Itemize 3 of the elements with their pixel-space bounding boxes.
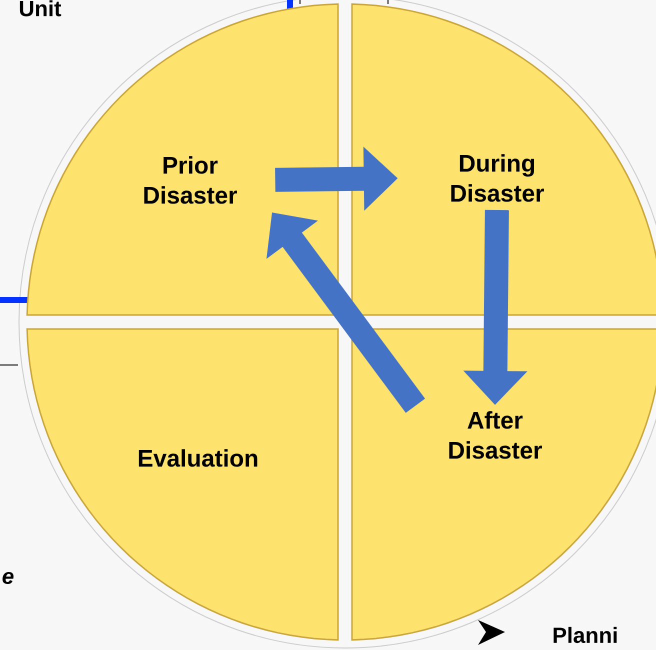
- quadrant-segment: During Disaster: [351, 3, 656, 316]
- quadrant-segment: Evaluation: [26, 328, 339, 641]
- body-text: Planni: [554, 626, 617, 644]
